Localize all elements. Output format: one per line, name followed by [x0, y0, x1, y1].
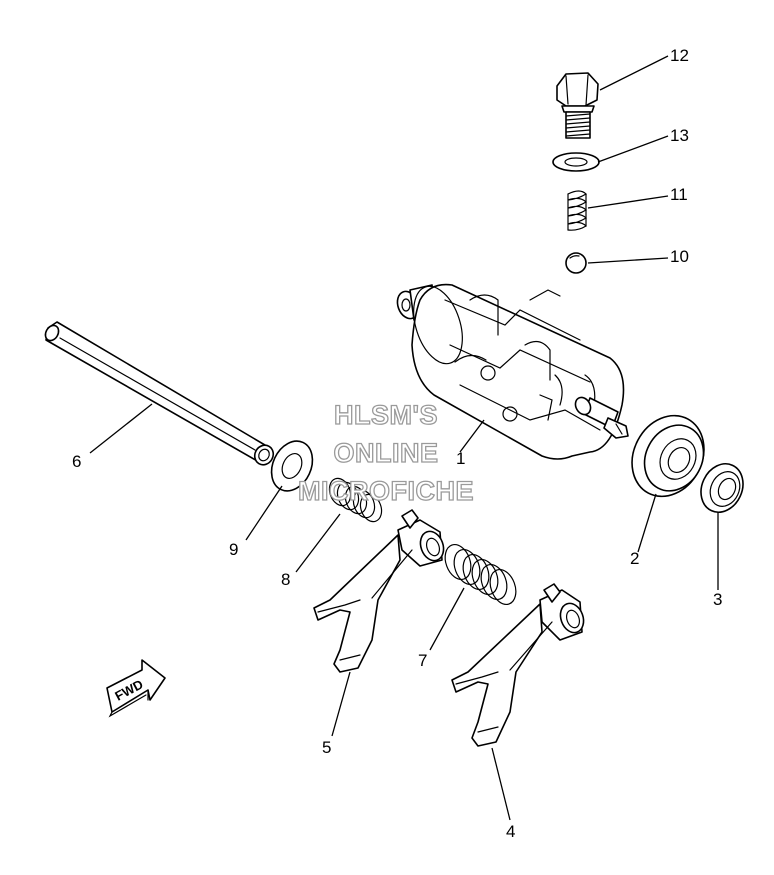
shift-fork-front-part[interactable] [313, 509, 447, 673]
callout-6[interactable]: 6 [72, 452, 81, 471]
oil-seal-part[interactable] [693, 457, 750, 519]
bolt-part[interactable] [556, 72, 599, 139]
callout-9[interactable]: 9 [229, 540, 238, 559]
callout-2[interactable]: 2 [630, 549, 639, 568]
callout-8[interactable]: 8 [281, 570, 290, 589]
leader-12 [599, 55, 669, 91]
leader-8 [295, 513, 341, 573]
watermark-line-1: HLSM'S [334, 400, 438, 430]
leader-7 [429, 587, 465, 651]
ball-part[interactable] [565, 252, 587, 274]
leader-1 [459, 419, 485, 453]
leader-2 [637, 493, 657, 553]
bearing-part[interactable] [618, 403, 717, 509]
callout-labels: 12 13 11 10 1 6 9 8 7 5 4 2 3 [72, 46, 722, 841]
leader-lines [89, 55, 719, 821]
leader-9 [245, 485, 283, 541]
leader-5 [331, 671, 351, 737]
callout-4[interactable]: 4 [506, 822, 515, 841]
spring-large-part[interactable] [441, 541, 521, 608]
shift-fork-rear-part[interactable] [451, 583, 587, 747]
leader-4 [491, 747, 511, 821]
callout-7[interactable]: 7 [418, 651, 427, 670]
leader-10 [587, 257, 669, 264]
spring-small-part[interactable] [326, 475, 385, 524]
gasket-part[interactable] [552, 152, 600, 172]
detent-spring-part[interactable] [567, 190, 587, 231]
callout-13[interactable]: 13 [670, 126, 689, 145]
leader-11 [587, 195, 669, 209]
forward-direction-arrow: FWD [106, 659, 166, 718]
leader-6 [89, 403, 153, 454]
fork-guide-bar-part[interactable] [43, 321, 277, 468]
shift-drum-part[interactable] [394, 280, 629, 460]
callout-12[interactable]: 12 [670, 46, 689, 65]
leader-13 [597, 135, 669, 163]
callout-11[interactable]: 11 [670, 185, 688, 204]
washer-part[interactable] [264, 434, 320, 497]
watermark-line-3: MICROFICHE [298, 476, 474, 506]
callout-5[interactable]: 5 [322, 738, 331, 757]
watermark: HLSM'S ONLINE MICROFICHE [297, 399, 474, 506]
callout-3[interactable]: 3 [713, 590, 722, 609]
callout-10[interactable]: 10 [670, 247, 689, 266]
watermark-line-2: ONLINE [333, 438, 438, 468]
callout-1[interactable]: 1 [456, 449, 465, 468]
